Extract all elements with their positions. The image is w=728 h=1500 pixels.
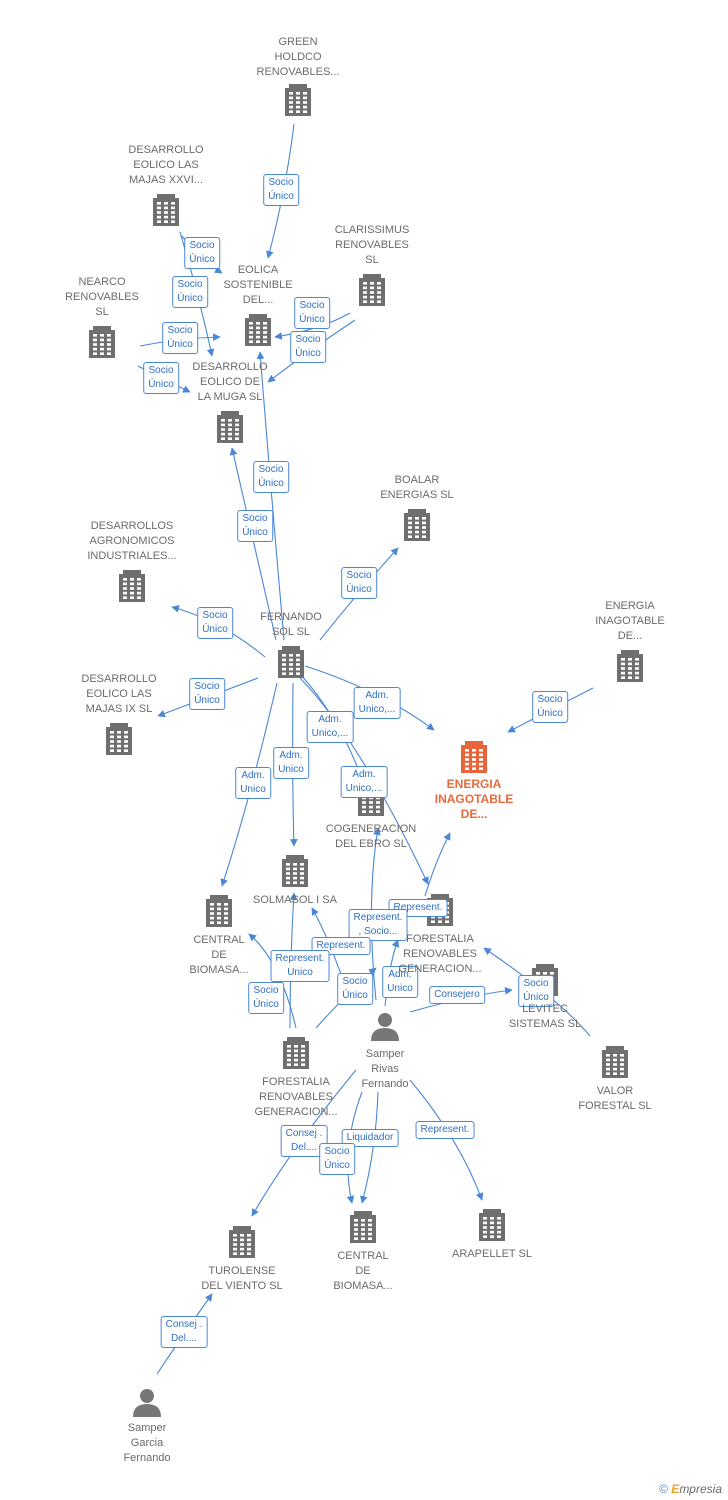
building-icon[interactable] (282, 855, 308, 887)
node-label-forestalia1[interactable]: FORESTALIA RENOVABLES GENERACION... (398, 933, 482, 975)
edge-label[interactable]: Socio Único (197, 607, 233, 639)
building-icon[interactable] (359, 274, 385, 306)
brand-name: mpresia (679, 1482, 722, 1496)
edge-label[interactable]: Adm. Unico (382, 966, 418, 998)
node-label-samperR[interactable]: Samper Rivas Fernando (361, 1048, 409, 1090)
edge-label[interactable]: Socio Único (518, 975, 554, 1007)
building-icon[interactable] (229, 1226, 255, 1258)
node-label-cogen[interactable]: COGENERACION DEL EBRO SL (325, 823, 417, 850)
node-label-forestalia2[interactable]: FORESTALIA RENOVABLES GENERACION... (254, 1076, 338, 1118)
node-label-central1[interactable]: CENTRAL DE BIOMASA... (189, 934, 249, 976)
edge-label[interactable]: Adm. Unico,... (306, 711, 354, 743)
node-label-green[interactable]: GREEN HOLDCO RENOVABLES... (256, 36, 340, 78)
building-icon[interactable] (217, 411, 243, 443)
edge-label[interactable]: Socio Único (290, 331, 326, 363)
building-icon[interactable] (350, 1211, 376, 1243)
node-label-central2[interactable]: CENTRAL DE BIOMASA... (333, 1250, 393, 1292)
node-label-claris[interactable]: CLARISSIMUS RENOVABLES SL (334, 224, 410, 266)
node-label-desxxvi[interactable]: DESARROLLO EOLICO LAS MAJAS XXVI... (128, 144, 204, 186)
edge-label[interactable]: Socio Único (237, 510, 273, 542)
edge-label[interactable]: Adm. Unico,... (353, 687, 401, 719)
edge-label[interactable]: Represent. (415, 1121, 475, 1139)
building-icon[interactable] (602, 1046, 628, 1078)
node-label-levitec[interactable]: LEVITEC SISTEMAS SL (508, 1003, 582, 1030)
edge-samperR-to-arapellet (409, 1079, 484, 1201)
building-icon[interactable] (119, 570, 145, 602)
copyright-icon: © (659, 1482, 668, 1496)
building-icon[interactable] (617, 650, 643, 682)
edge-label[interactable]: Represent. , Socio... (348, 909, 408, 941)
building-icon[interactable] (206, 895, 232, 927)
node-label-turolense[interactable]: TUROLENSE DEL VIENTO SL (201, 1265, 283, 1292)
edge-label[interactable]: Socio Único (532, 691, 568, 723)
node-label-desix[interactable]: DESARROLLO EOLICO LAS MAJAS IX SL (81, 673, 157, 715)
edge-label[interactable]: Socio Único (263, 174, 299, 206)
brand-initial: E (671, 1482, 680, 1496)
node-label-muga[interactable]: DESARROLLO EOLICO DE LA MUGA SL (192, 361, 268, 403)
edge-label[interactable]: Adm. Unico (273, 747, 309, 779)
building-icon[interactable] (404, 509, 430, 541)
node-label-valor[interactable]: VALOR FORESTAL SL (578, 1085, 652, 1112)
edge-label[interactable]: Socio Único (253, 461, 289, 493)
node-label-solmasol[interactable]: SOLMASOL I SA (253, 894, 337, 906)
building-icon[interactable] (153, 194, 179, 226)
building-icon[interactable] (89, 326, 115, 358)
edge-label[interactable]: Socio Único (337, 973, 373, 1005)
edge-forestalia1-to-focus (424, 832, 451, 897)
node-label-samperG[interactable]: Samper Garcia Fernando (123, 1422, 171, 1464)
person-icon[interactable] (371, 1013, 399, 1041)
edge-fernando-to-forestalia1 (299, 677, 429, 885)
node-label-arapellet[interactable]: ARAPELLET SL (452, 1248, 532, 1260)
node-label-eolica[interactable]: EOLICA SOSTENIBLE DEL... (223, 264, 293, 306)
edge-label[interactable]: Socio Único (319, 1143, 355, 1175)
edge-fernando-to-muga (229, 447, 277, 641)
building-icon[interactable] (283, 1037, 309, 1069)
node-label-boalar[interactable]: BOALAR ENERGIAS SL (380, 474, 454, 501)
edge-label[interactable]: Liquidador (341, 1129, 399, 1147)
building-icon[interactable] (479, 1209, 505, 1241)
edge-samperR-to-central2 (360, 1091, 379, 1204)
node-label-fernando[interactable]: FERNANDO SOL SL (260, 611, 322, 638)
node-label-eninag[interactable]: ENERGIA INAGOTABLE DE... (595, 600, 665, 642)
building-icon[interactable] (285, 84, 311, 116)
edge-label[interactable]: Socio Único (184, 237, 220, 269)
edge-label[interactable]: Socio Único (143, 362, 179, 394)
edge-label[interactable]: Socio Único (248, 982, 284, 1014)
edge-label[interactable]: Consejero (429, 986, 485, 1004)
edge-label[interactable]: Represent. Unico (270, 950, 330, 982)
person-icon[interactable] (133, 1389, 161, 1417)
edge-label[interactable]: Socio Único (162, 322, 198, 354)
building-icon[interactable] (278, 646, 304, 678)
node-label-nearco[interactable]: NEARCO RENOVABLES SL (65, 276, 139, 318)
edge-label[interactable]: Adm. Unico (235, 767, 271, 799)
node-label-focus[interactable]: ENERGIA INAGOTABLE DE... (434, 777, 514, 821)
edge-forestalia2-to-cogen (370, 827, 381, 1001)
footer-brand: © Empresia (659, 1482, 722, 1496)
edge-label[interactable]: Socio Único (189, 678, 225, 710)
building-icon[interactable] (106, 723, 132, 755)
edge-label[interactable]: Socio Único (341, 567, 377, 599)
edge-label[interactable]: Consej . Del.... (160, 1316, 208, 1348)
node-label-agro[interactable]: DESARROLLOS AGRONOMICOS INDUSTRIALES... (87, 520, 177, 562)
focus-building-icon[interactable] (461, 741, 487, 773)
building-icon[interactable] (245, 314, 271, 346)
edge-label[interactable]: Socio Único (172, 276, 208, 308)
edge-label[interactable]: Adm. Unico,... (340, 766, 388, 798)
edge-label[interactable]: Socio Único (294, 297, 330, 329)
